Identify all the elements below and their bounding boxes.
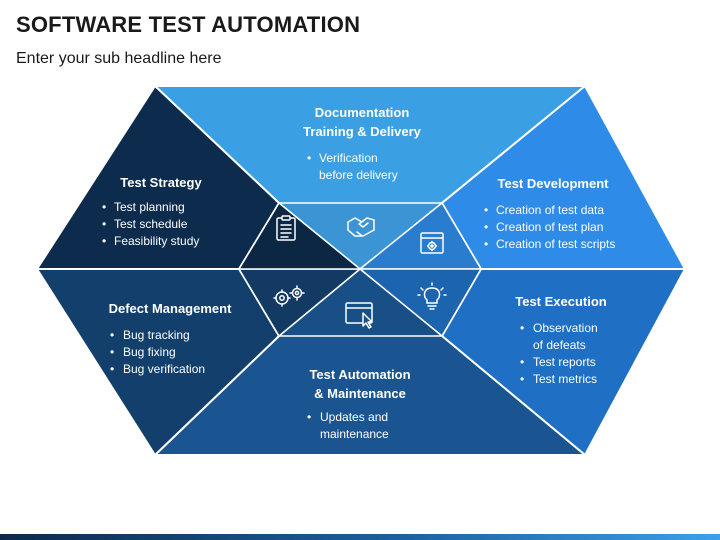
bullet-marker: • <box>110 362 114 376</box>
bullet-marker: • <box>307 151 311 165</box>
segment-bullet: Observation <box>533 321 598 335</box>
page-subtitle: Enter your sub headline here <box>16 50 222 67</box>
checklist-icon <box>276 215 296 241</box>
bullet-marker: • <box>484 237 488 251</box>
handshake-icon <box>347 217 375 237</box>
page-title: SOFTWARE TEST AUTOMATION <box>16 12 361 37</box>
segment-test-automation-text: Test Automation & Maintenance • Updates … <box>307 367 411 441</box>
segment-title: Training & Delivery <box>303 124 422 139</box>
gears-icon <box>273 285 305 307</box>
lightbulb-icon <box>417 282 447 310</box>
segment-bullet: Test planning <box>114 200 185 214</box>
segment-bullet: Updates and <box>320 410 388 424</box>
bullet-marker: • <box>520 372 524 386</box>
segment-bullet: Test metrics <box>533 372 597 386</box>
segment-bullet: Feasibility study <box>114 234 199 248</box>
segment-title: Test Development <box>497 176 609 191</box>
segment-title: Test Execution <box>515 294 607 309</box>
segment-bullet: Bug fixing <box>123 345 176 359</box>
segment-bullet: of defeats <box>533 338 586 352</box>
bullet-marker: • <box>484 203 488 217</box>
footer-accent-bar <box>0 534 720 540</box>
segment-title: Test Automation <box>309 367 410 382</box>
segment-test-execution-text: Test Execution • Observation of defeats … <box>515 294 607 386</box>
segment-bullet: Test reports <box>533 355 596 369</box>
bullet-marker: • <box>520 355 524 369</box>
segment-documentation-text: Documentation Training & Delivery • Veri… <box>303 105 422 182</box>
inner-wedge-test-strategy <box>237 201 363 270</box>
segment-bullet: Test schedule <box>114 217 188 231</box>
segment-bullet: before delivery <box>319 168 398 182</box>
segment-bullet: Creation of test data <box>496 203 604 217</box>
settings-window-icon <box>420 232 444 254</box>
segment-defect-management-text: Defect Management • Bug tracking • Bug f… <box>109 301 232 376</box>
bullet-marker: • <box>520 321 524 335</box>
monitor-cursor-icon <box>345 302 373 329</box>
segment-bullet: Creation of test plan <box>496 220 603 234</box>
segment-test-strategy-text: Test Strategy • Test planning • Test sch… <box>102 175 202 248</box>
bullet-marker: • <box>102 200 106 214</box>
bullet-marker: • <box>102 217 106 231</box>
bullet-marker: • <box>307 410 311 424</box>
segment-bullet: Verification <box>319 151 378 165</box>
segment-title: Documentation <box>315 105 410 120</box>
bullet-marker: • <box>102 234 106 248</box>
segment-bullet: Bug verification <box>123 362 205 376</box>
segment-bullet: Bug tracking <box>123 328 190 342</box>
segment-bullet: Creation of test scripts <box>496 237 615 251</box>
bullet-marker: • <box>484 220 488 234</box>
bullet-marker: • <box>110 345 114 359</box>
segment-title: Test Strategy <box>120 175 202 190</box>
segment-title: & Maintenance <box>314 386 406 401</box>
segment-bullet: maintenance <box>320 427 389 441</box>
segment-title: Defect Management <box>109 301 232 316</box>
segment-test-development-text: Test Development • Creation of test data… <box>484 176 615 251</box>
bullet-marker: • <box>110 328 114 342</box>
